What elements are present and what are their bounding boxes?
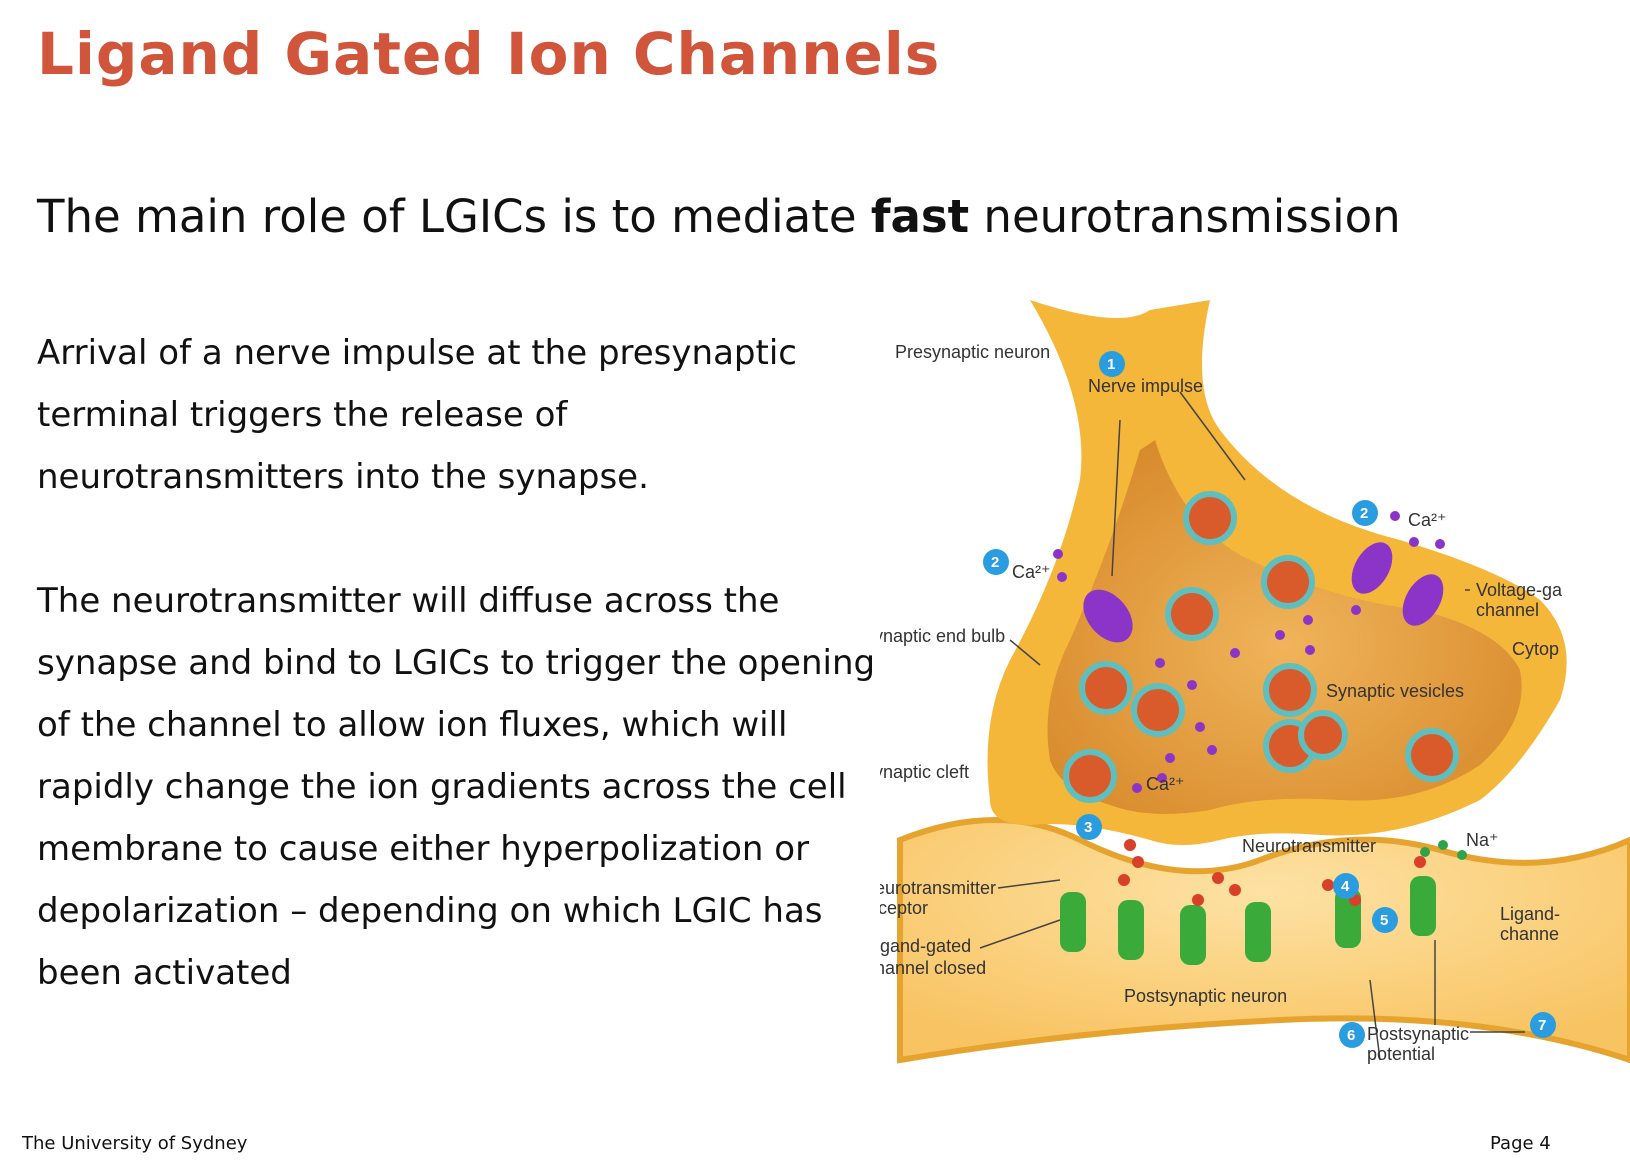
slide-title: Ligand Gated Ion Channels	[37, 20, 941, 88]
label-calcium-1: Ca²⁺	[1012, 562, 1051, 582]
voltage-gated-channel-right-b	[1402, 574, 1444, 626]
label-calcium-3: Ca²⁺	[1146, 774, 1185, 794]
footer-institution: The University of Sydney	[22, 1133, 248, 1154]
label-lg-open-1: Ligand-	[1500, 904, 1560, 924]
label-voltage-gated-1: Voltage-ga	[1476, 580, 1563, 600]
label-presynaptic-neuron: Presynaptic neuron	[895, 342, 1050, 362]
label-lg-closed-2: channel closed	[880, 958, 986, 978]
label-calcium-2: Ca²⁺	[1408, 510, 1447, 530]
label-nt-receptor-1: Neurotransmitter	[880, 878, 996, 898]
step-marker-6: 6	[1339, 1022, 1365, 1048]
label-synaptic-end-bulb: Synaptic end bulb	[880, 626, 1005, 646]
svg-text:5: 5	[1380, 912, 1388, 929]
label-postsynaptic-potential-2: potential	[1367, 1044, 1435, 1064]
calcium-ions	[1053, 511, 1445, 793]
label-nt-receptor-2: receptor	[880, 898, 928, 918]
voltage-gated-channel-left	[1083, 589, 1133, 643]
step-marker-2-right: 2	[1352, 500, 1378, 526]
label-lg-open-2: channe	[1500, 924, 1559, 944]
label-sodium: Na⁺	[1466, 830, 1499, 850]
synapse-diagram: Presynaptic neuron Nerve impulse Synapti…	[880, 280, 1630, 1120]
paragraph-release: Arrival of a nerve impulse at the presyn…	[37, 333, 797, 497]
synaptic-vesicles	[1063, 491, 1459, 803]
slide-subtitle: The main role of LGICs is to mediate fas…	[37, 190, 1401, 243]
label-lg-closed-1: Ligand-gated	[880, 936, 971, 956]
ligand-gated-receptors	[1060, 876, 1436, 965]
label-postsynaptic-neuron: Postsynaptic neuron	[1124, 986, 1287, 1006]
subtitle-text-post: neurotransmission	[969, 190, 1401, 243]
neurotransmitter-molecules	[1118, 839, 1426, 906]
step-marker-7: 7	[1530, 1012, 1556, 1038]
svg-text:6: 6	[1347, 1027, 1355, 1044]
svg-text:2: 2	[1360, 505, 1368, 522]
svg-text:3: 3	[1084, 819, 1092, 836]
svg-text:7: 7	[1538, 1017, 1546, 1034]
step-marker-5: 5	[1372, 907, 1398, 933]
label-postsynaptic-potential-1: Postsynaptic	[1367, 1024, 1469, 1044]
subtitle-text-bold: fast	[870, 190, 970, 243]
svg-text:4: 4	[1341, 878, 1350, 895]
sodium-ions	[1420, 840, 1467, 860]
footer-page-number: Page 4	[1490, 1133, 1551, 1154]
label-synaptic-cleft: Synaptic cleft	[880, 762, 969, 782]
svg-text:2: 2	[991, 554, 999, 571]
subtitle-text-pre: The main role of LGICs is to mediate	[37, 190, 871, 243]
paragraph-diffusion: The neurotransmitter will diffuse across…	[37, 581, 876, 993]
label-synaptic-vesicles: Synaptic vesicles	[1326, 681, 1464, 701]
voltage-gated-channel-right-a	[1351, 542, 1393, 594]
label-neurotransmitter: Neurotransmitter	[1242, 836, 1376, 856]
step-marker-2-left: 2	[983, 549, 1009, 575]
label-cytoplasm: Cytop	[1512, 639, 1559, 659]
svg-text:1: 1	[1107, 356, 1115, 373]
label-nerve-impulse: Nerve impulse	[1088, 376, 1203, 396]
label-voltage-gated-2: channel	[1476, 600, 1539, 620]
step-marker-1: 1	[1099, 351, 1125, 377]
step-markers: 1 2 2 3 4 5 6 7	[983, 351, 1556, 1048]
step-marker-4: 4	[1333, 873, 1359, 899]
step-marker-3: 3	[1076, 814, 1102, 840]
